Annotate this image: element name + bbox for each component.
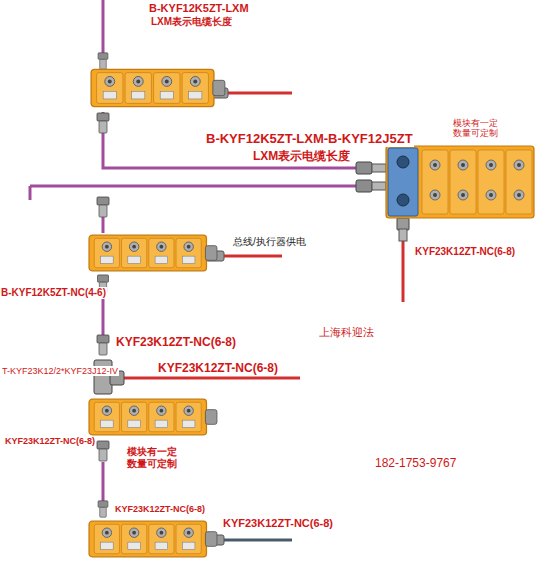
junction-module <box>89 399 217 435</box>
part-number: B-KYF12K5ZT-LXM-B-KYF12J5ZT <box>205 132 414 147</box>
cable-note: LXM表示电缆长度 <box>150 16 233 28</box>
part-number: B-KYF12K5ZT-LXM <box>148 2 250 15</box>
m12-plug <box>97 441 109 461</box>
trunk-cable <box>29 186 32 200</box>
junction-module <box>91 69 225 106</box>
part-number: KYF23K12ZT-NC(6-8) <box>4 436 96 446</box>
m12-plug <box>98 53 108 69</box>
part-number: T-KYF23K12/2*KYF23J12-IV <box>1 366 119 376</box>
junction-module <box>89 521 217 557</box>
power-cables <box>120 93 403 540</box>
m12-plug <box>356 180 372 192</box>
m12-plug <box>397 218 409 230</box>
power-cable <box>402 240 405 302</box>
part-number: KYF23K12ZT-NC(6-8) <box>222 517 334 530</box>
company-name: 上海科迎法 <box>318 326 375 339</box>
part-number: KYF23K12ZT-NC(6-8) <box>114 504 206 514</box>
part-number: B-KYF12K5ZT-NC(4-6) <box>0 287 107 299</box>
power-cable <box>222 539 292 542</box>
junction-module <box>89 235 217 271</box>
connectors <box>94 53 409 545</box>
part-number: KYF23K12ZT-NC(6-8) <box>157 362 279 376</box>
power-cable <box>120 377 300 380</box>
m12-plug <box>399 229 407 241</box>
phone-number: 182-1753-9767 <box>374 457 457 471</box>
module-note: 模块有一定 数量可定制 <box>126 446 181 469</box>
part-number: KYF23K12ZT-NC(6-8) <box>414 246 516 258</box>
power-note: 总线/执行器供电 <box>232 236 307 248</box>
m12-plug <box>97 197 109 217</box>
power-cable <box>222 255 282 258</box>
bus-module <box>386 146 534 218</box>
m12-plug <box>372 164 386 172</box>
m12-plug <box>97 113 109 133</box>
module-note: 模块有一定 数量可定制 <box>452 118 502 139</box>
m12-plug <box>372 182 386 190</box>
m12-plug <box>97 335 109 355</box>
trunk-cable <box>30 185 358 188</box>
cable-note: LXM表示电缆长度 <box>252 150 351 164</box>
part-number: KYF23K12ZT-NC(6-8) <box>115 336 237 350</box>
m12-plug <box>98 501 108 517</box>
power-cable <box>226 92 292 95</box>
m12-plug <box>356 162 372 174</box>
